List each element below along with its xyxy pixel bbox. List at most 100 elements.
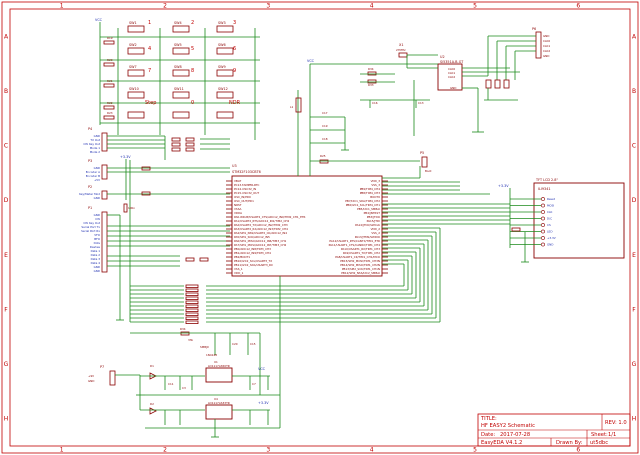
svg-text:+3.3V: +3.3V [258,401,269,405]
mcu-pin-left: PC14-OSC32_IN [234,187,256,191]
mcu-pin-left: PB0/ADC12_IN8/TIM3_CH3 [234,247,271,251]
row-label: B [632,88,636,95]
svg-text:CLK0: CLK0 [543,39,550,43]
row-label: B [4,88,8,95]
mcu-pin-left: VBAT [234,179,242,183]
svg-text:0: 0 [191,100,194,106]
resistor-r4: R22 [103,101,115,110]
svg-text:8: 8 [191,68,194,74]
row-label: D [4,197,9,204]
svg-text:27MHz: 27MHz [396,48,406,52]
svg-text:2: 2 [191,20,194,26]
column-label: 5 [473,3,477,10]
connector-pin-label: BFO [94,237,101,241]
svg-text:1N4148: 1N4148 [206,353,217,357]
connector-pin-label: Data 4 [91,261,101,265]
connector-pin-label: GND [94,213,100,217]
svg-text:STM32F103CBT6: STM32F103CBT6 [232,170,261,174]
mcu-pin-left: PA5/SPI1_SCK/ADC12_IN5 [234,235,270,239]
svg-text:CLK1: CLK1 [448,71,455,75]
svg-text:GND: GND [543,34,549,38]
connector-pin-label: GND [94,166,100,170]
svg-text:SW2: SW2 [129,43,137,47]
svg-text:X1: X1 [399,43,403,47]
switch-matrix: VCC SW1 1 SW4 2 SW3 3 SW2 4 [95,18,260,140]
column-label: 1 [60,447,64,454]
svg-text:5: 5 [191,46,194,52]
svg-text:Step: Step [145,100,156,106]
svg-text:C17: C17 [322,111,328,115]
svg-text:3: 3 [233,20,236,26]
svg-text:P1: P1 [88,206,92,210]
mcu-pin-right: PA13/JTMS/SWDIO [355,235,381,239]
svg-text:33k: 33k [188,338,194,342]
mcu-pin-right: PB13/SPI2_SCK/TIM1_CH1N [342,267,380,271]
connector-pin-label: Key/Meter Mod [79,192,100,196]
row-label: A [4,33,9,40]
drawn-by-caption: Drawn By: [556,440,583,446]
resistor-r3: R21 [103,79,115,88]
svg-text:TFT LCD 2.8": TFT LCD 2.8" [535,178,558,182]
clock-wiring [310,35,536,136]
switch-sw8: SW8 8 [172,65,194,77]
resistor-r1: R19 [103,36,115,45]
svg-text:C3: C3 [182,386,186,390]
connector-p2: P2 [88,185,108,200]
svg-text:R19: R19 [107,36,113,40]
mcu-u3: U3 STM32F103CBT6 VBATPC13-TAMPER-RTCPC14… [226,164,388,277]
clock-generator-u2: U2 Si5351A-B-GT CLK0 CLK1 CLK2 GND [437,55,464,91]
svg-text:VCC: VCC [258,367,266,371]
svg-text:SW9: SW9 [218,65,226,69]
column-label: 4 [370,447,374,454]
switch-sw3: SW3 3 [216,20,236,33]
svg-text:P4: P4 [88,127,92,131]
crystal-x1: X1 27MHz [396,43,408,58]
mcu-right-bus [129,160,510,323]
lcd-pin-label: Reset [547,197,556,201]
switch-sw6: SW6 6 [216,43,236,55]
svg-text:+3.3V: +3.3V [498,184,509,188]
connector-pin-label: +5V [94,178,100,182]
mcu-pin-left: PA4/SPI1_NSS/USART2_CK/ADC12_IN4 [234,231,287,235]
svg-text:C20: C20 [232,342,238,346]
connector-pin-label: Data 3 [91,257,101,261]
connector-pin-label: CW Key Out [83,221,101,225]
switch-sw4: SW4 2 [172,20,194,33]
bank-resistor [185,300,199,304]
row-label: E [4,252,8,259]
svg-text:U1: U1 [214,360,218,364]
svg-text:L1: L1 [290,105,294,109]
connector-pin-label: CW Key Out [83,142,101,146]
connector-pin-label: Data 1 [91,249,101,253]
mcu-pin-right: PB6/I2C1_SCL/TIM4_CH1 [346,203,380,207]
column-label: 2 [163,447,167,454]
lcd-pin-marker [541,229,545,234]
mcu-pin-right: PA9/USART1_TX/TIM1_CH2 [343,251,380,255]
mcu-pin-right: PA15/JTDI [367,219,381,223]
lcd-pin-label: MOSI [547,204,554,208]
svg-text:SW3: SW3 [218,21,226,25]
mcu-pin-left: PB10/I2C2_SCL/USART3_TX [234,259,272,263]
row-label: G [632,361,637,368]
bank-resistor [185,316,199,320]
connector-pin-label: GND [94,269,100,273]
svg-text:R34: R34 [180,327,186,331]
rev-label: REV: 1.0 [605,420,627,426]
date-caption: Date: [481,432,495,438]
switch-sw13 [127,111,145,119]
tft-lcd-module: +3.3V TFT LCD 2.8" ILI9341 ResetMOSICLKD… [498,178,625,263]
connector-pin-label: Data 2 [91,253,101,257]
mcu-pin-right: PA12/USART1_RTS/CANTX/TIM1_ETR [329,239,380,243]
svg-text:P6: P6 [532,27,536,31]
svg-text:P7: P7 [100,365,104,369]
mcu-pin-right: PA11/USART1_CTS/CANRX/TIM1_CH4 [329,243,381,247]
svg-text:LD1117AS33TR: LD1117AS33TR [208,401,230,405]
connector-p5-boot: P5 Boot [382,151,432,179]
lcd-pin-marker [541,210,545,214]
mcu-pin-left: PA3/USART2_RX/ADC12_IN3/TIM2_CH4 [234,227,288,231]
connector-pin-label: Dots [94,241,101,245]
connector-pin-label: Dashes [90,245,101,249]
svg-text:SW5: SW5 [174,43,182,47]
lcd-pin-marker [541,223,545,227]
